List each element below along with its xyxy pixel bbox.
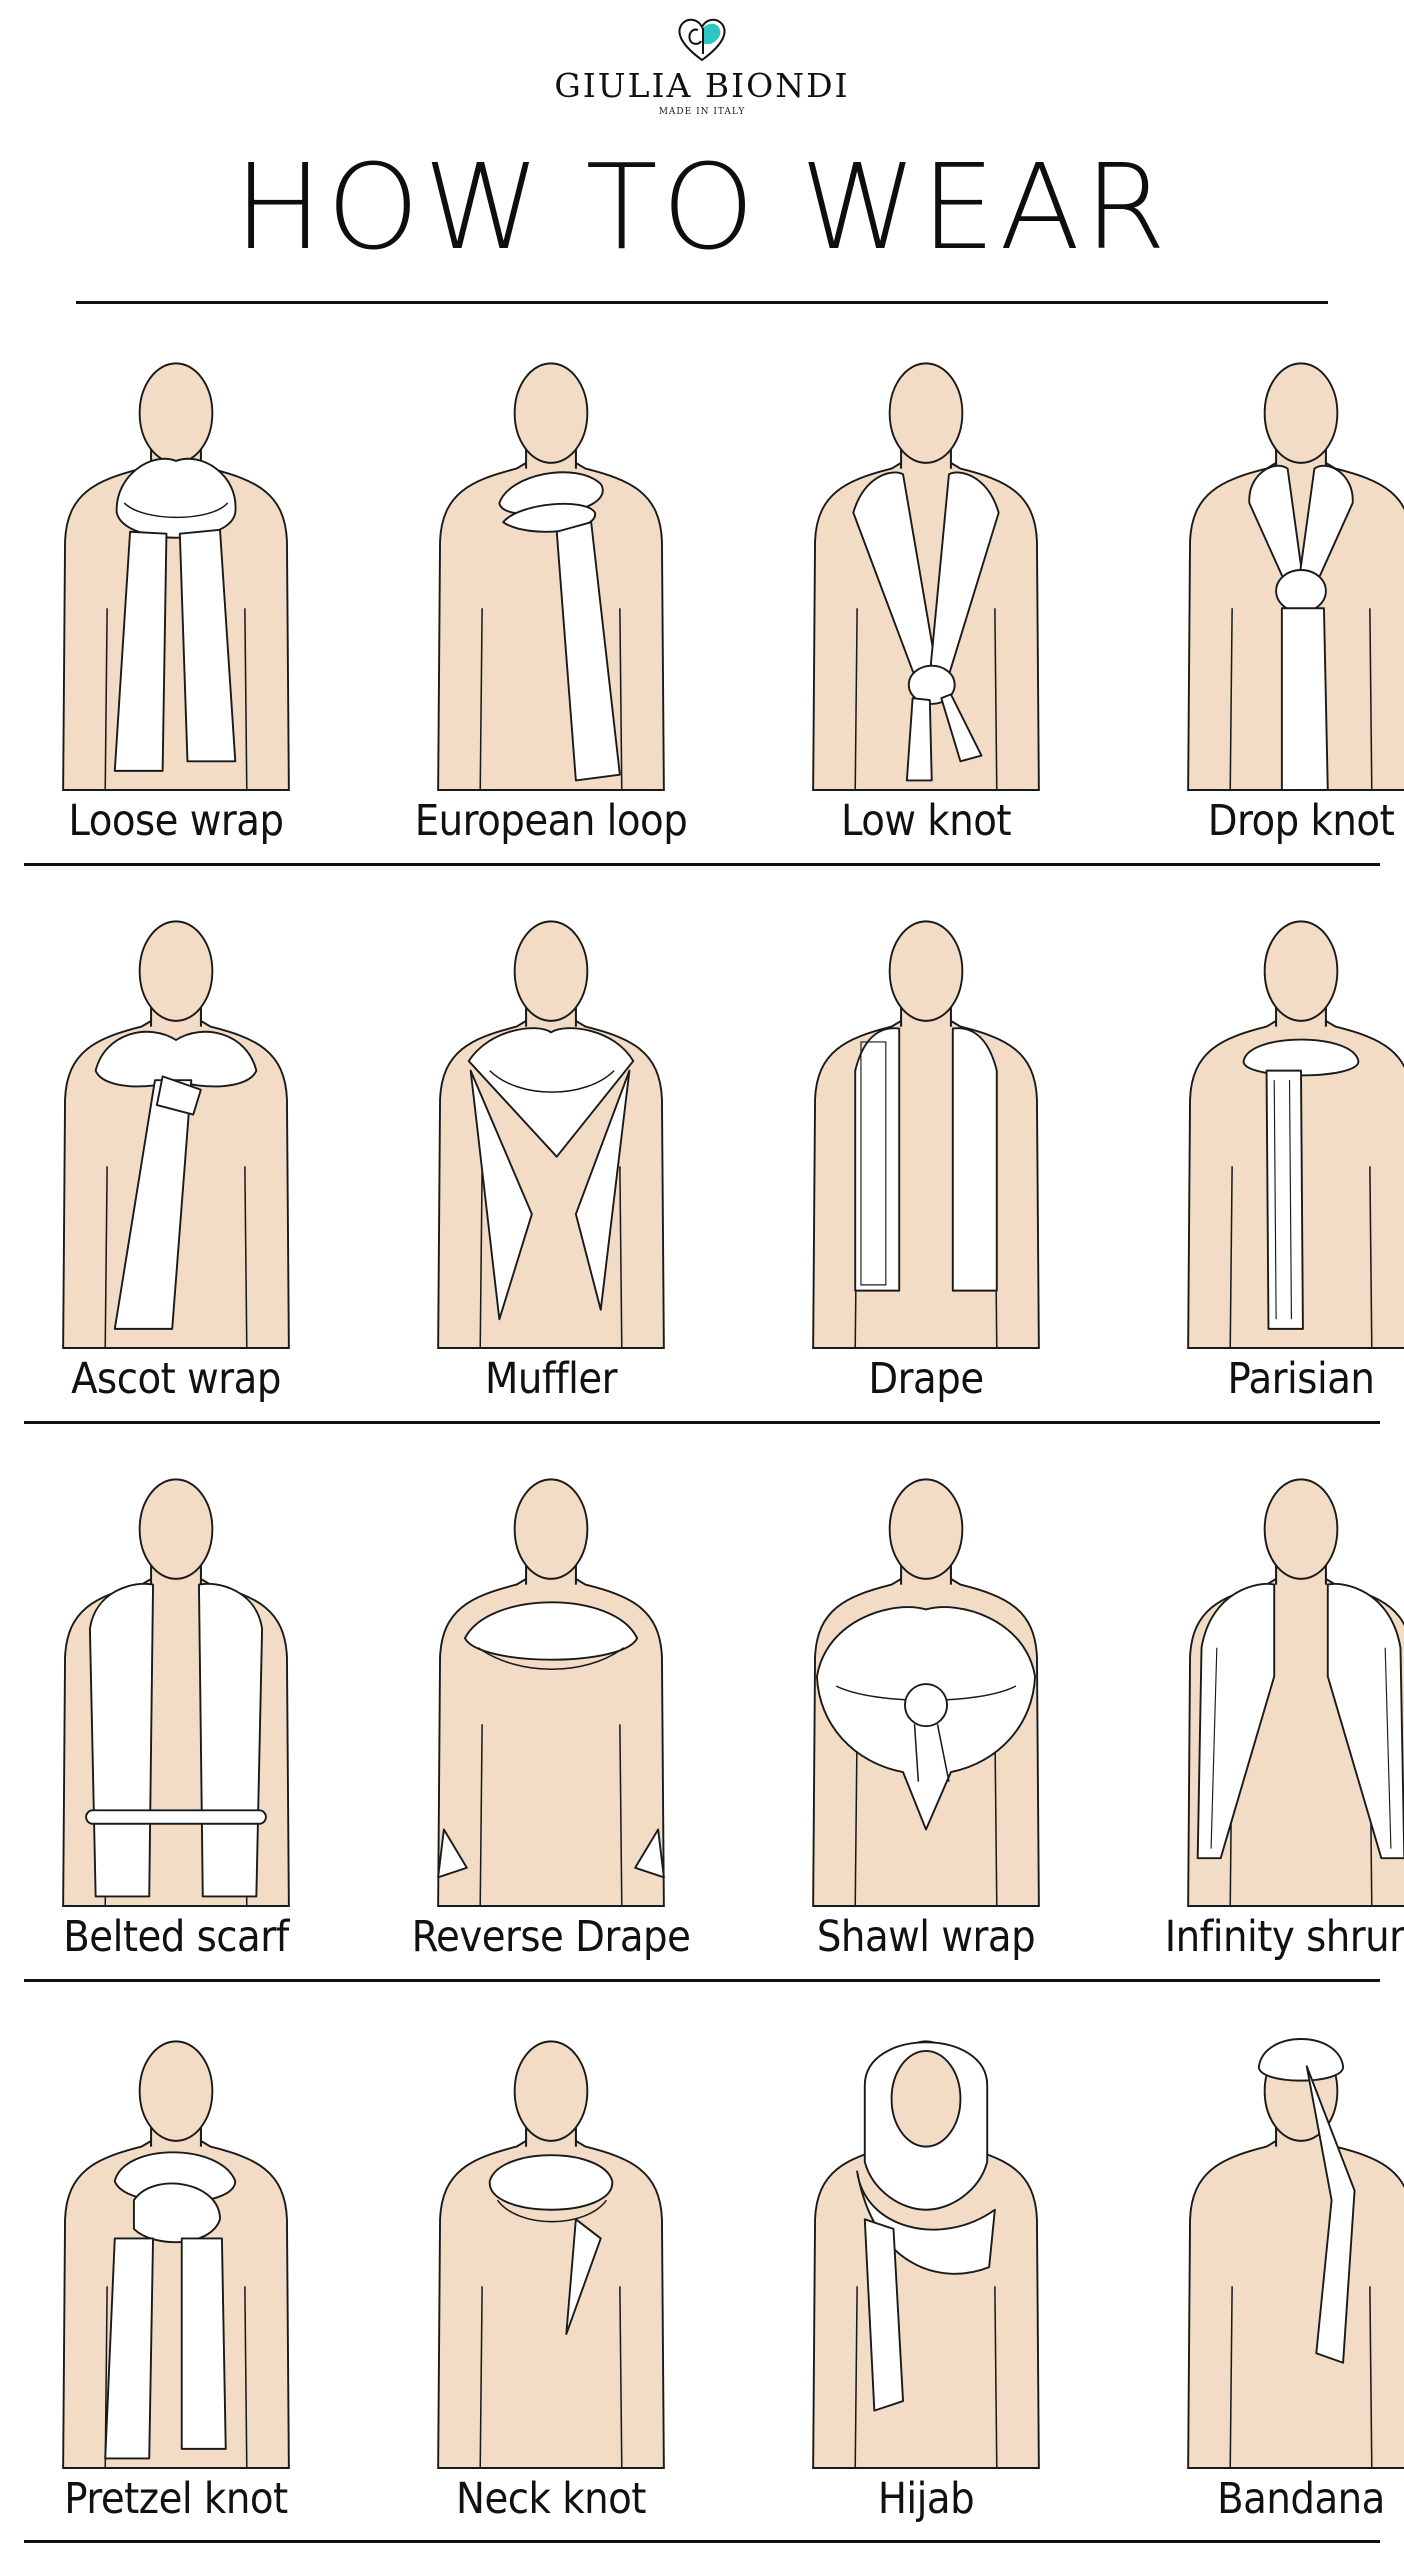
style-label: Loose wrap: [68, 796, 284, 846]
mannequin-scarf-illustration: [62, 2040, 290, 2469]
style-card: Low knot: [776, 350, 1076, 890]
mannequin-scarf-illustration: [1187, 362, 1404, 791]
style-card: Neck knot: [401, 2028, 701, 2568]
mannequin-scarf-illustration: [437, 362, 665, 791]
mannequin-scarf-illustration: [437, 920, 665, 1349]
mannequin-scarf-illustration: [812, 362, 1040, 791]
brand-header: GIULIA BIONDI MADE IN ITALY: [0, 14, 1404, 117]
style-label: Pretzel knot: [64, 2474, 288, 2524]
brand-name: GIULIA BIONDI: [554, 66, 850, 105]
row-divider: [24, 1421, 1380, 1424]
style-label: Belted scarf: [63, 1912, 289, 1962]
style-card: Drape: [776, 908, 1076, 1448]
style-card: Belted scarf: [26, 1466, 326, 2006]
style-label: Drape: [868, 1354, 984, 1404]
style-label: Hijab: [877, 2474, 975, 2524]
mannequin-scarf-illustration: [1187, 1478, 1404, 1907]
style-card: Loose wrap: [26, 350, 326, 890]
style-label: European loop: [414, 796, 688, 846]
style-label: Reverse Drape: [411, 1912, 691, 1962]
style-label: Drop knot: [1207, 796, 1395, 846]
style-card: Drop knot: [1151, 350, 1404, 890]
page-title: HOW TO WEAR: [233, 138, 1171, 276]
mannequin-scarf-illustration: [437, 2040, 665, 2469]
style-label: Parisian: [1227, 1354, 1375, 1404]
style-label: Neck knot: [456, 2474, 646, 2524]
style-card: Shawl wrap: [776, 1466, 1076, 2006]
mannequin-scarf-illustration: [812, 920, 1040, 1349]
style-card: Parisian: [1151, 908, 1404, 1448]
mannequin-scarf-illustration: [62, 362, 290, 791]
style-label: Bandana: [1217, 2474, 1385, 2524]
mannequin-scarf-illustration: [812, 2040, 1040, 2469]
style-label: Muffler: [484, 1354, 618, 1404]
row-divider: [24, 2540, 1380, 2543]
title-divider: [76, 301, 1328, 304]
brand-tagline: MADE IN ITALY: [658, 107, 746, 117]
row-divider: [24, 863, 1380, 866]
style-label: Low knot: [840, 796, 1012, 846]
style-label: Shawl wrap: [816, 1912, 1036, 1962]
style-card: Hijab: [776, 2028, 1076, 2568]
style-card: Ascot wrap: [26, 908, 326, 1448]
style-label: Ascot wrap: [71, 1354, 281, 1404]
heart-monogram-icon: [678, 18, 726, 62]
mannequin-scarf-illustration: [1187, 920, 1404, 1349]
mannequin-scarf-illustration: [62, 1478, 290, 1907]
style-card: Muffler: [401, 908, 701, 1448]
style-label: Infinity shrung: [1164, 1912, 1404, 1962]
style-card: Bandana: [1151, 2028, 1404, 2568]
mannequin-scarf-illustration: [1187, 2038, 1404, 2469]
mannequin-scarf-illustration: [437, 1478, 665, 1907]
style-card: Infinity shrung: [1151, 1466, 1404, 2006]
row-divider: [24, 1979, 1380, 1982]
style-card: Reverse Drape: [401, 1466, 701, 2006]
mannequin-scarf-illustration: [812, 1478, 1040, 1907]
style-card: European loop: [401, 350, 701, 890]
style-card: Pretzel knot: [26, 2028, 326, 2568]
mannequin-scarf-illustration: [62, 920, 290, 1349]
